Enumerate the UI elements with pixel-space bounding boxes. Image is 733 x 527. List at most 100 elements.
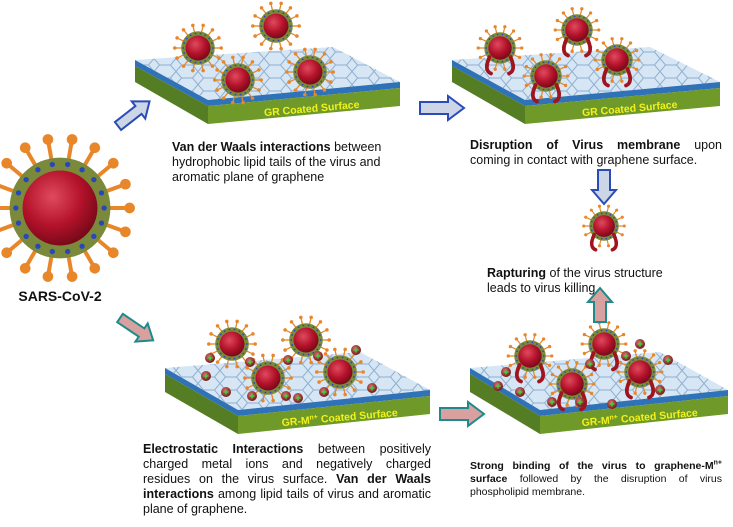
spike-tip <box>539 95 543 99</box>
lipid-head <box>244 66 247 69</box>
lipid-head <box>555 66 558 68</box>
ruptured-membrane <box>602 67 610 88</box>
lipid-head <box>615 220 617 223</box>
ruptured-membrane <box>647 379 655 400</box>
spike-tip <box>493 67 497 71</box>
spike-tip <box>323 352 328 356</box>
lipid-head <box>228 328 231 331</box>
spike-tip <box>210 64 215 68</box>
lipid-head <box>616 338 618 341</box>
lipid-head <box>609 236 612 238</box>
lipid-head <box>301 58 304 61</box>
lipid-head <box>589 24 591 27</box>
disruption-caption-text: upon coming in contact with graphene sur… <box>470 138 722 167</box>
lipid-head <box>234 64 237 67</box>
metal-ion <box>221 387 231 397</box>
lipid-head <box>512 51 514 54</box>
lipid-head <box>616 225 618 227</box>
lipid-head <box>609 214 612 216</box>
lipid-head <box>239 93 242 96</box>
spike-tip <box>523 333 527 337</box>
spike-tip <box>517 36 522 41</box>
lipid-head <box>297 80 300 83</box>
lipid-head <box>306 85 309 88</box>
lipid-head <box>307 353 310 356</box>
spike-tip <box>352 388 357 392</box>
lipid-head <box>534 66 537 68</box>
lipid-head <box>605 329 608 332</box>
spike-tip <box>548 382 552 386</box>
lipid-head <box>223 84 226 86</box>
lipid-head <box>219 333 222 336</box>
lipid-head <box>547 88 550 91</box>
lipid-head <box>210 42 213 44</box>
spike-tip <box>565 403 569 407</box>
lipid-head <box>295 76 298 78</box>
strong-binding-bold-sup: n+ <box>713 459 722 466</box>
spike-tip <box>620 79 624 83</box>
lipid-head <box>636 384 639 387</box>
lipid-head <box>280 372 283 374</box>
lipid-head <box>15 220 22 226</box>
virus-core <box>327 359 353 385</box>
spike-tip <box>261 398 265 403</box>
virus-particle <box>582 204 626 252</box>
lipid-head <box>253 372 256 374</box>
spike-tip <box>550 354 554 358</box>
lipid-head <box>238 330 241 333</box>
spike-tip <box>595 67 600 72</box>
spike-tip <box>322 52 327 56</box>
lipid-head <box>210 52 213 54</box>
lipid-head <box>302 324 305 327</box>
lipid-head <box>501 60 504 63</box>
spike-tip <box>550 372 555 377</box>
lipid-head <box>91 233 97 240</box>
spike-tip <box>584 215 588 219</box>
plus-sign-icon <box>283 393 289 399</box>
lipid-head <box>573 369 576 372</box>
lipid-head <box>322 66 325 68</box>
spike-tip <box>657 379 662 384</box>
lipid-head <box>536 343 538 345</box>
ruptured-membrane <box>624 67 632 88</box>
lipid-head <box>223 330 226 333</box>
virus-core <box>22 170 98 246</box>
ruptured-membrane <box>531 83 539 104</box>
plus-sign-icon <box>223 389 229 395</box>
lipid-head <box>248 88 251 91</box>
lipid-head <box>596 355 598 357</box>
spike-tip <box>1 247 13 259</box>
spike-tip <box>594 37 599 42</box>
lipid-head <box>251 79 254 81</box>
metal-ion <box>515 387 525 397</box>
spike-tip <box>325 328 329 332</box>
lipid-head <box>346 358 349 361</box>
rapturing-caption-text: of the virus structure leads to virus ki… <box>487 266 663 295</box>
lipid-head <box>552 87 554 89</box>
lipid-head <box>526 341 529 344</box>
spike-tip <box>563 64 568 69</box>
lipid-head <box>532 79 534 82</box>
metal-ion <box>663 355 673 365</box>
spike-tip <box>191 68 195 73</box>
virus-layer <box>0 1 664 412</box>
ruptured-membrane <box>515 363 523 384</box>
spike-tip <box>555 37 560 42</box>
metal-ion <box>585 359 595 369</box>
electrostatic-caption-bold-1: Electrostatic Interactions <box>143 442 304 456</box>
spike-tip <box>329 60 333 64</box>
spike-tip <box>607 321 611 325</box>
lipid-head <box>204 59 207 62</box>
lipid-head <box>564 395 566 397</box>
ruptured-membrane <box>610 232 618 252</box>
lipid-head <box>183 52 186 54</box>
spike-tip <box>253 34 257 38</box>
metal-ion <box>575 397 585 407</box>
lipid-head <box>616 347 618 350</box>
spike-tip <box>42 271 54 282</box>
spike-tip <box>582 351 587 356</box>
lipid-head <box>35 167 41 173</box>
spike-tip <box>288 42 293 46</box>
lipid-head <box>250 84 253 86</box>
spike-tip <box>597 363 601 367</box>
